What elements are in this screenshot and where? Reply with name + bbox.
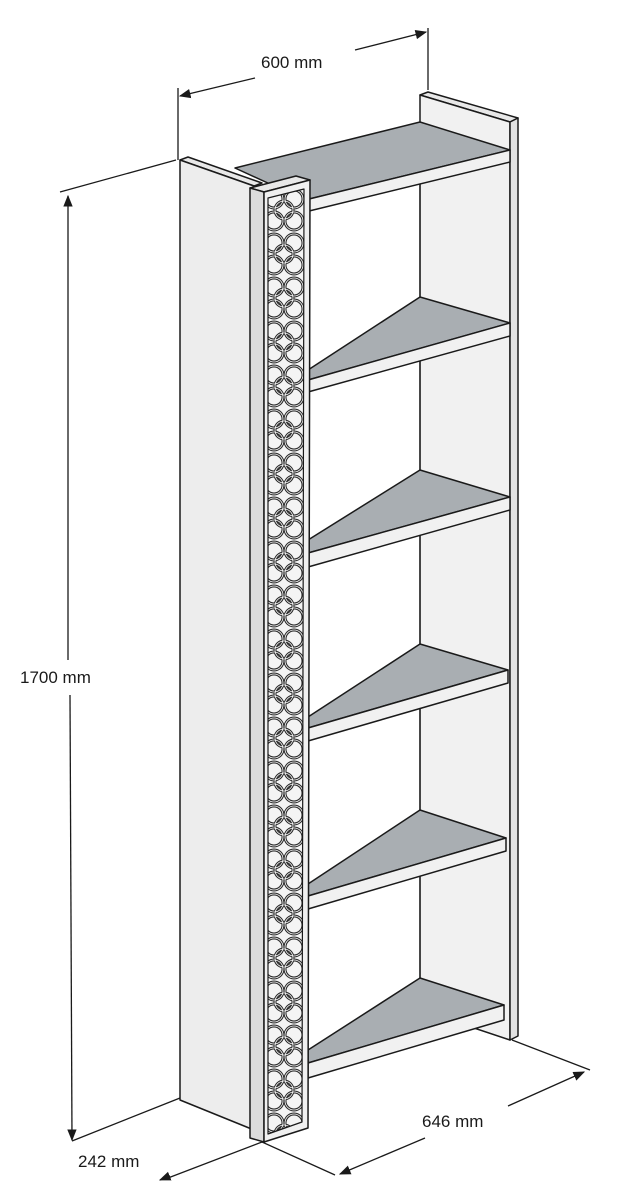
depth-dimension-label: 242 mm [76,1152,142,1172]
height-dimension-label: 1700 mm [18,668,93,688]
dimension-width [177,28,429,160]
dimension-diagonal [261,1039,591,1176]
dimension-depth [158,1141,263,1181]
right-side-panel [419,91,519,1041]
shelf-5 [307,809,507,910]
dimension-height [59,159,181,1142]
front-lattice-panel [249,175,311,1143]
shelf-2 [307,296,511,393]
diagonal-dimension-label: 646 mm [420,1112,486,1132]
width-dimension-label: 600 mm [259,53,325,73]
